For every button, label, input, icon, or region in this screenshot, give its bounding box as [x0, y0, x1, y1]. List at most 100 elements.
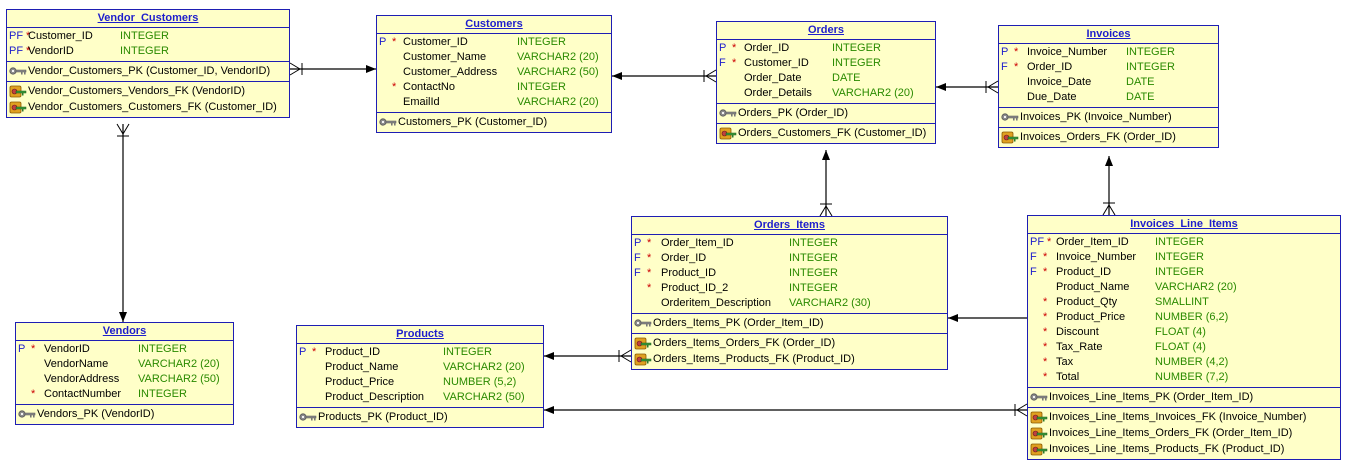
- column-name: Customer_ID: [744, 57, 809, 69]
- arrowhead-icon: [1105, 156, 1113, 166]
- key-flag: F: [634, 267, 641, 279]
- crows-foot-icon: [289, 62, 303, 76]
- foreign-key-row[interactable]: Invoices_Line_Items_Products_FK (Product…: [1028, 441, 1340, 457]
- relationship-invoices-line-items-to-invoices[interactable]: [1102, 156, 1116, 216]
- column-type: SMALLINT: [1155, 296, 1209, 308]
- required-marker: *: [31, 388, 36, 400]
- key-flag: PF: [1030, 236, 1045, 248]
- column-name: Product_Name: [325, 361, 399, 373]
- primary-key-row[interactable]: Customers_PK (Customer_ID): [377, 114, 611, 130]
- column-name: Customer_Name: [403, 51, 487, 63]
- foreign-key-row[interactable]: Orders_Items_Products_FK (Product_ID): [632, 351, 947, 367]
- foreign-key-label: Vendor_Customers_Customers_FK (Customer_…: [28, 101, 277, 114]
- required-marker: *: [1043, 341, 1048, 353]
- primary-key-label: Orders_Items_PK (Order_Item_ID): [653, 317, 824, 330]
- required-marker: *: [1043, 251, 1048, 263]
- primary-key-row[interactable]: Orders_Items_PK (Order_Item_ID): [632, 315, 947, 331]
- relationship-orders-items-to-orders[interactable]: [819, 150, 833, 217]
- primary-key-label: Vendors_PK (VendorID): [37, 408, 155, 421]
- foreign-key-row[interactable]: Vendor_Customers_Vendors_FK (VendorID): [7, 83, 289, 99]
- column-type: INTEGER: [1155, 236, 1204, 248]
- primary-key-row[interactable]: Products_PK (Product_ID): [297, 409, 543, 425]
- primary-key-row[interactable]: Invoices_PK (Invoice_Number): [999, 109, 1218, 125]
- relationship-vendor-customers-to-vendors[interactable]: [116, 123, 130, 322]
- foreign-key-row[interactable]: Invoices_Line_Items_Invoices_FK (Invoice…: [1028, 409, 1340, 425]
- required-marker: *: [647, 282, 652, 294]
- foreign-key-row[interactable]: Invoices_Orders_FK (Order_ID): [999, 129, 1218, 145]
- column-name: VendorID: [28, 45, 74, 57]
- relationship-invoices-line-items-to-orders-items[interactable]: [948, 312, 1040, 324]
- arrowhead-icon: [544, 406, 554, 414]
- relationship-orders-items-to-products[interactable]: [544, 349, 632, 363]
- foreign-key-section: Orders_Items_Orders_FK (Order_ID)Orders_…: [632, 334, 947, 369]
- relationship-invoices-to-orders[interactable]: [936, 80, 999, 94]
- primary-key-section: Customers_PK (Customer_ID): [377, 113, 611, 132]
- relationship-orders-to-customers[interactable]: [612, 69, 717, 83]
- foreign-key-row[interactable]: Orders_Customers_FK (Customer_ID): [717, 125, 935, 141]
- column-type: VARCHAR2 (50): [517, 66, 599, 78]
- foreign-key-row[interactable]: Vendor_Customers_Customers_FK (Customer_…: [7, 99, 289, 115]
- primary-key-row[interactable]: Invoices_Line_Items_PK (Order_Item_ID): [1028, 389, 1340, 405]
- primary-key-section: Orders_Items_PK (Order_Item_ID): [632, 314, 947, 334]
- relationship-invoices-line-items-to-products[interactable]: [544, 403, 1028, 417]
- column-name: Invoice_Date: [1027, 76, 1092, 88]
- foreign-key-row[interactable]: Invoices_Line_Items_Orders_FK (Order_Ite…: [1028, 425, 1340, 441]
- primary-key-row[interactable]: Vendor_Customers_PK (Customer_ID, Vendor…: [7, 63, 289, 79]
- primary-key-row[interactable]: Orders_PK (Order_ID): [717, 105, 935, 121]
- required-marker: *: [1043, 266, 1048, 278]
- foreign-key-icon: [1030, 427, 1048, 440]
- primary-key-row[interactable]: Vendors_PK (VendorID): [16, 406, 233, 422]
- relationship-vendor-customers-to-customers[interactable]: [289, 62, 376, 76]
- primary-key-section: Products_PK (Product_ID): [297, 408, 543, 427]
- foreign-key-row[interactable]: Orders_Items_Orders_FK (Order_ID): [632, 335, 947, 351]
- column-type: INTEGER: [517, 36, 566, 48]
- foreign-key-section: Invoices_Line_Items_Invoices_FK (Invoice…: [1028, 408, 1340, 459]
